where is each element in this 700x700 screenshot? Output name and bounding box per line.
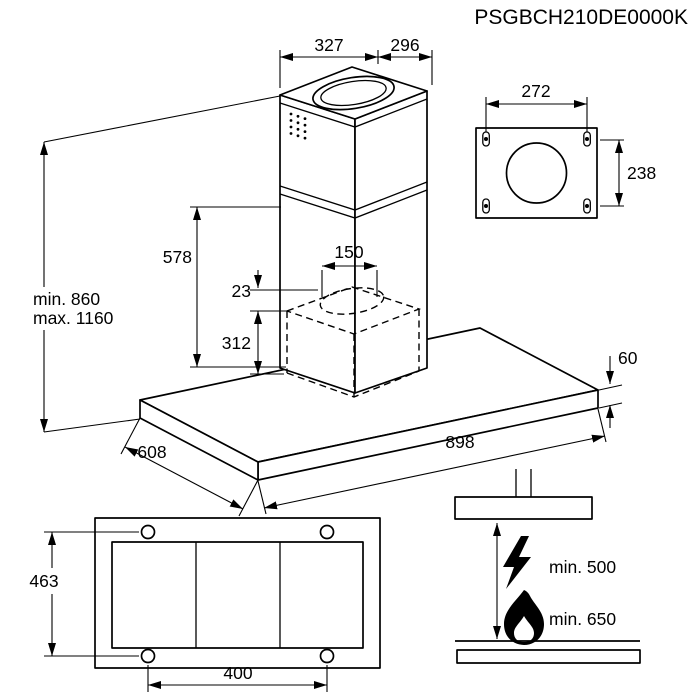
dim-bracket-width: 272 — [521, 81, 550, 101]
dimline-body-width — [263, 434, 606, 510]
mounting-slot — [482, 198, 490, 214]
duct-outlet-inner — [320, 79, 387, 107]
dim-body-height: 60 — [618, 348, 638, 368]
ext-duct-diameter — [321, 270, 378, 297]
dim-duct-inset: 23 — [232, 281, 251, 301]
bracket-duct-hole — [505, 142, 568, 204]
ext-frame-depth — [44, 531, 139, 657]
frame-inner — [111, 541, 364, 649]
frame-outer — [94, 517, 381, 669]
ceiling-frame-view: 463 400 — [29, 517, 381, 692]
duct-outlet-outer — [312, 75, 395, 111]
frame-hole — [319, 524, 335, 540]
dim-total-height-max: max. 1160 — [33, 308, 114, 328]
mounting-bracket-view: 272 238 — [475, 81, 656, 219]
hood-side-profile — [454, 496, 593, 520]
dim-frame-depth: 463 — [29, 571, 58, 591]
hob-counter-bar — [456, 649, 641, 664]
frame-dividers — [195, 542, 281, 648]
hidden-duct-box — [284, 286, 422, 398]
dim-body-depth: 608 — [137, 442, 166, 462]
dim-frame-hole-spacing: 400 — [223, 663, 252, 683]
dim-total-height-min: min. 860 — [33, 289, 100, 309]
frame-hole — [140, 524, 156, 540]
bracket-plate — [475, 127, 598, 219]
flame-icon — [504, 590, 544, 645]
frame-hole — [140, 648, 156, 664]
ext-total-height — [43, 95, 281, 433]
dimline-body-depth — [124, 446, 244, 510]
hidden-duct-ellipse — [319, 287, 385, 315]
dim-top-depth: 296 — [390, 35, 419, 55]
dim-lower-chimney: 312 — [222, 333, 251, 353]
vent-holes — [289, 112, 307, 140]
installation-clearance-view: min. 500 min. 650 — [454, 469, 641, 664]
dim-duct-diameter: 150 — [334, 242, 363, 262]
chimney-top-rim — [279, 98, 428, 128]
chimney-right-face — [354, 90, 428, 394]
chimney-seam-upper — [279, 181, 428, 211]
hood-chimney-stub — [515, 469, 532, 497]
lightning-icon — [503, 536, 531, 589]
dimensions-main-view: 327 296 578 150 23 312 min. 860 max. 116… — [33, 35, 638, 517]
mounting-slot — [583, 198, 591, 214]
ext-body-depth — [120, 417, 259, 517]
clearance-electric-label: min. 500 — [549, 557, 616, 577]
product-code: PSGBCH210DE0000K — [474, 6, 688, 29]
frame-hole — [319, 648, 335, 664]
ext-lower-chimney — [250, 310, 286, 375]
clearance-gas-label: min. 650 — [549, 609, 616, 629]
chimney-top-face — [279, 66, 428, 120]
dim-bracket-height: 238 — [627, 163, 656, 183]
dim-top-width: 327 — [314, 35, 343, 55]
dim-body-width: 898 — [445, 432, 474, 452]
ext-chimney-height — [190, 206, 286, 368]
dim-chimney-height: 578 — [163, 247, 192, 267]
chimney-seam-lower — [279, 189, 428, 219]
